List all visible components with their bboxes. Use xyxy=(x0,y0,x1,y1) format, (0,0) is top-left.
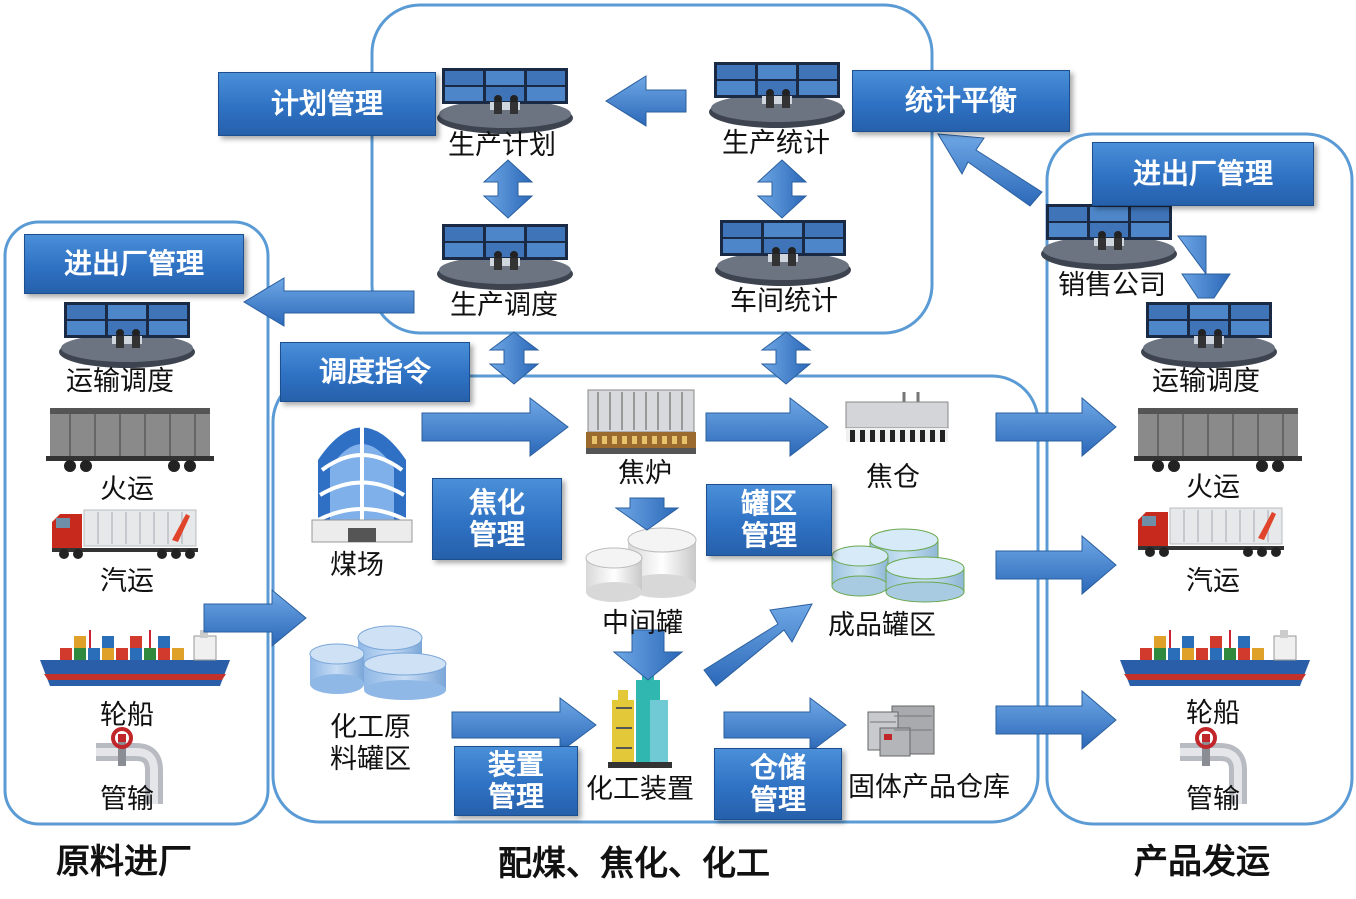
ship-icon xyxy=(1119,629,1311,687)
train-icon xyxy=(45,407,215,473)
intermediate-tank-icon xyxy=(585,527,697,602)
raw-material-box xyxy=(3,220,270,826)
arrow-down xyxy=(612,629,684,681)
control-room-icon xyxy=(437,224,573,290)
coke-bin-label: 焦仓 xyxy=(866,462,920,493)
arrow-down xyxy=(614,497,680,531)
dispatch-command-box: 调度指令 xyxy=(280,342,470,402)
double-arrow xyxy=(488,331,540,385)
rail-label-left: 火运 xyxy=(100,474,154,505)
ship-label-left: 轮船 xyxy=(100,700,154,731)
arrow-diagonal xyxy=(937,133,1043,207)
arrow-right xyxy=(421,396,569,458)
arrow-right xyxy=(995,396,1117,458)
coke-oven-icon xyxy=(586,389,696,454)
gate-management-box-right: 进出厂管理 xyxy=(1092,142,1314,206)
section-title-shipping: 产品发运 xyxy=(1134,842,1270,882)
product-shipping-box xyxy=(1045,132,1354,826)
truck-icon xyxy=(1137,507,1285,558)
warehouse-icon xyxy=(867,705,935,757)
chemical-raw-tank-icon xyxy=(309,625,447,700)
production-statistics-label: 生产统计 xyxy=(722,128,830,159)
pipe-label-right: 管输 xyxy=(1186,784,1240,815)
chemical-raw-tank-label: 化工原 料罐区 xyxy=(330,712,411,776)
control-room-icon xyxy=(437,68,573,134)
product-tank-label: 成品罐区 xyxy=(828,610,936,641)
arrow-right xyxy=(451,697,597,753)
transport-dispatch-label-left: 运输调度 xyxy=(66,366,174,397)
arrow-left xyxy=(605,75,687,127)
control-room-icon xyxy=(1141,302,1277,368)
ship-icon xyxy=(39,629,231,687)
coking-management-box: 焦化 管理 xyxy=(432,478,562,560)
rail-label-right: 火运 xyxy=(1186,472,1240,503)
arrow-right xyxy=(995,689,1117,751)
double-arrow xyxy=(756,159,808,219)
sales-company-label: 销售公司 xyxy=(1058,270,1166,301)
coal-yard-label: 煤场 xyxy=(330,550,384,581)
double-arrow xyxy=(760,331,812,385)
arrow-right xyxy=(995,534,1117,596)
plan-management-box: 计划管理 xyxy=(218,72,436,136)
intermediate-tank-label: 中间罐 xyxy=(602,608,683,639)
truck-label-right: 汽运 xyxy=(1186,566,1240,597)
arrow-right xyxy=(723,697,847,753)
solid-warehouse-label: 固体产品仓库 xyxy=(848,772,1010,803)
coke-oven-label: 焦炉 xyxy=(618,458,672,489)
control-room-icon xyxy=(709,62,845,128)
arrow-right xyxy=(203,588,307,648)
production-dispatch-label: 生产调度 xyxy=(450,290,558,321)
arrow-right xyxy=(705,396,829,458)
ship-label-right: 轮船 xyxy=(1186,698,1240,729)
arrow-down xyxy=(1177,235,1231,299)
transport-dispatch-label-right: 运输调度 xyxy=(1152,366,1260,397)
double-arrow xyxy=(482,159,534,219)
production-plan-label: 生产计划 xyxy=(448,130,556,161)
truck-icon xyxy=(51,509,199,560)
product-tank-icon xyxy=(831,528,965,603)
storage-management-box: 仓储 管理 xyxy=(714,748,842,820)
arrow-left xyxy=(243,277,415,327)
control-room-icon xyxy=(1041,204,1177,270)
control-room-icon xyxy=(715,220,851,286)
chemical-device-label: 化工装置 xyxy=(586,774,694,805)
gate-management-box-left: 进出厂管理 xyxy=(24,234,244,294)
train-icon xyxy=(1133,407,1303,473)
coke-bin-icon xyxy=(845,392,949,442)
coal-yard-icon xyxy=(311,420,413,543)
truck-label-left: 汽运 xyxy=(100,566,154,597)
pipe-label-left: 管输 xyxy=(100,784,154,815)
chemical-device-icon xyxy=(608,668,672,768)
device-management-box: 装置 管理 xyxy=(454,746,578,816)
arrow-diagonal xyxy=(703,603,813,687)
section-title-production: 配煤、焦化、化工 xyxy=(498,844,770,884)
management-box xyxy=(370,3,934,335)
section-title-raw-material: 原料进厂 xyxy=(56,842,192,882)
workshop-statistics-label: 车间统计 xyxy=(730,286,838,317)
statistics-balance-box: 统计平衡 xyxy=(852,70,1070,132)
tank-management-box: 罐区 管理 xyxy=(706,484,832,556)
control-room-icon xyxy=(59,302,195,368)
